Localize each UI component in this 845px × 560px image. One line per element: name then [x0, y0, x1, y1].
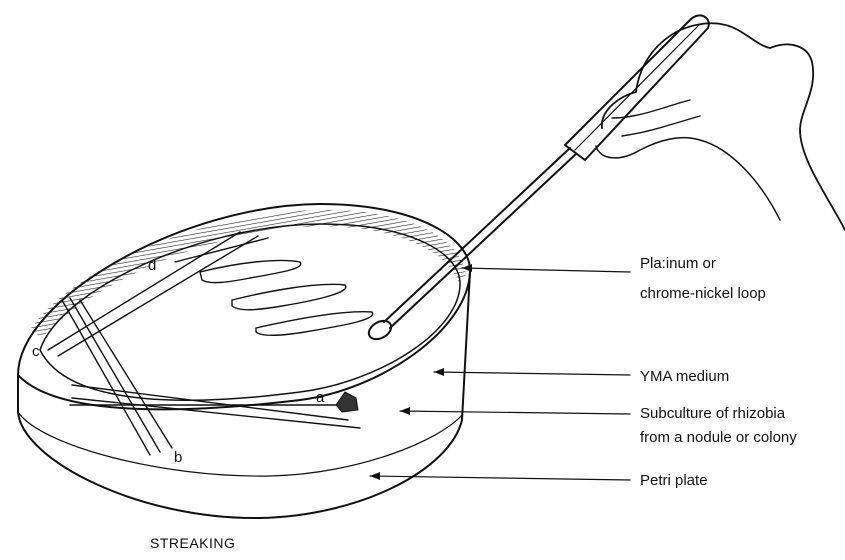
hand-drawing [596, 23, 845, 230]
streak-lines [48, 232, 373, 455]
streak-label-d: d [148, 257, 156, 274]
streak-label-a: a [316, 389, 325, 406]
streak-label-b: b [174, 449, 182, 466]
streak-label-c: c [32, 343, 40, 360]
petri-plate [18, 204, 470, 518]
label-medium: YMA medium [640, 368, 729, 385]
label-subculture-line1: Subculture of rhizobia [640, 405, 786, 422]
label-loop-line1: Pla:inum or [640, 255, 716, 272]
subculture-spot [336, 392, 358, 412]
label-subculture-line2: from a nodule or colony [640, 429, 797, 446]
label-loop-line2: chrome-nickel loop [640, 285, 766, 302]
label-petri-plate: Petri plate [640, 472, 708, 489]
figure-caption: STREAKING [150, 535, 235, 551]
